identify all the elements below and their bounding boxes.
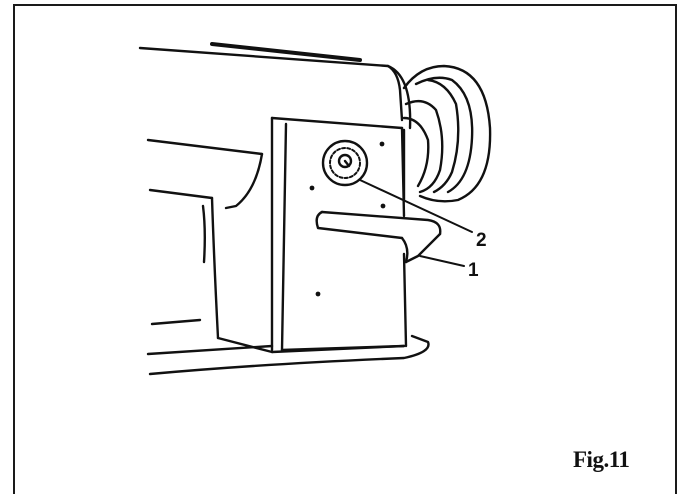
- leader-lines: [359, 179, 473, 267]
- machine-top-cover: [138, 42, 412, 130]
- handwheel: [402, 64, 492, 203]
- machine-bed: [146, 334, 430, 376]
- leader-line-1: [419, 255, 465, 267]
- screw-part-2: [321, 139, 369, 187]
- leader-line-2: [359, 179, 473, 233]
- face-plate: [270, 116, 408, 352]
- machine-arm-body: [146, 138, 274, 354]
- callout-1: 1: [468, 260, 479, 281]
- callout-2: 2: [476, 230, 487, 251]
- figure-frame: [13, 4, 677, 494]
- figure-caption: Fig.11: [573, 447, 630, 472]
- lever-part-1: [315, 210, 442, 264]
